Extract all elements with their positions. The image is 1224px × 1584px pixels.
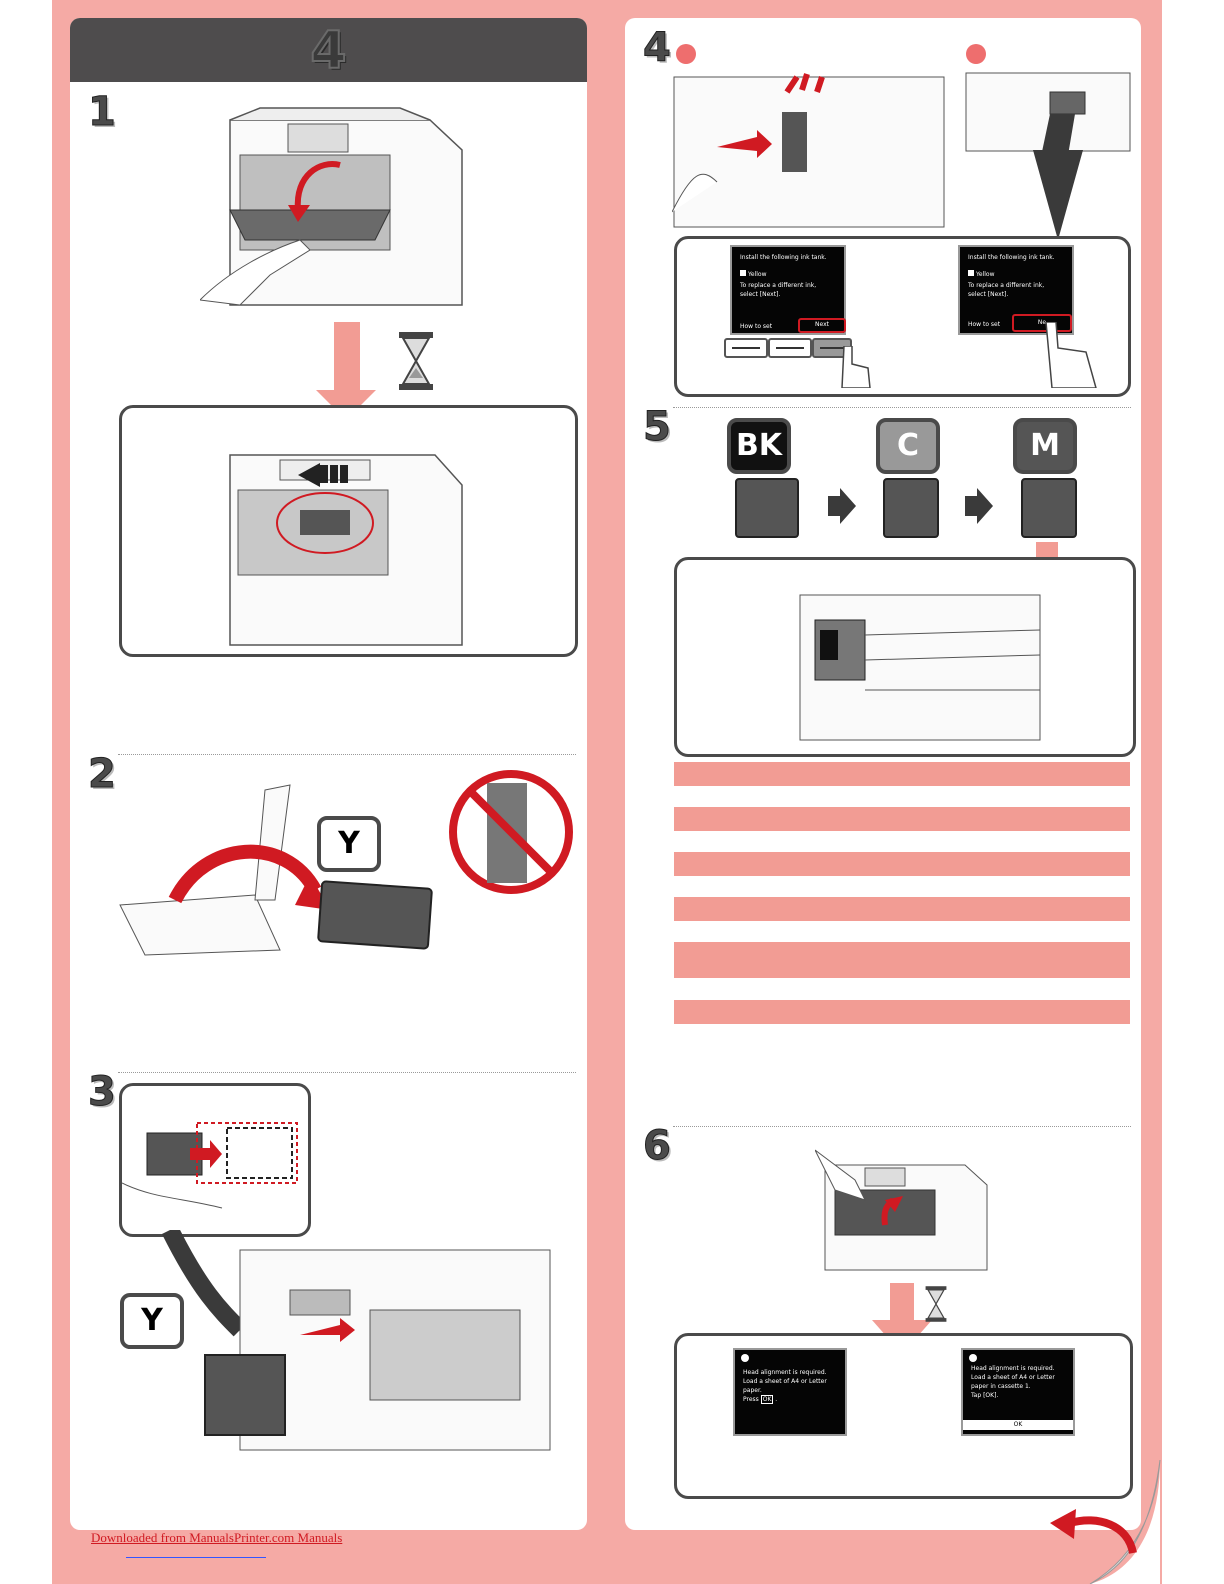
section-number: 4 [309, 20, 347, 82]
down-arrow [890, 1283, 914, 1323]
alignment-line-3: paper in cassette 1. [971, 1383, 1031, 1390]
instruction-bar-1 [674, 762, 1130, 786]
black-ink-tag: BK [727, 418, 791, 474]
printer-open-cover-illustration [200, 107, 463, 306]
panel-button-2[interactable] [768, 338, 812, 358]
screen-line-1: Install the following ink tank. [740, 254, 827, 261]
screen-line-3: To replace a different ink, [740, 282, 817, 289]
step-6-number: 6 [643, 1123, 672, 1169]
option-b-dot [966, 44, 986, 64]
screen-line-3: To replace a different ink, [968, 282, 1045, 289]
printer-close-cover-illustration [815, 1149, 988, 1271]
instruction-bar-5 [674, 942, 1130, 978]
next-button-right[interactable]: Ne [1012, 314, 1072, 332]
how-to-set-label[interactable]: How to set [968, 321, 1001, 328]
separator [118, 754, 576, 755]
screen-line-4: select [Next]. [968, 291, 1009, 298]
alignment-line-1: Head alignment is required. [743, 1369, 827, 1376]
finger-press-icon [841, 346, 871, 388]
instruction-bar-6 [674, 1000, 1130, 1024]
footer-download-link[interactable]: Downloaded from ManualsPrinter.com Manua… [91, 1530, 343, 1545]
callout-pointer [1033, 150, 1083, 240]
alignment-line-1: Head alignment is required. [971, 1365, 1055, 1372]
separator [118, 1072, 576, 1073]
ink-tank-unpack-illustration [119, 784, 433, 956]
lcd-screen-right: Install the following ink tank. Yellow T… [958, 245, 1074, 335]
ink-tank-cyan [883, 478, 939, 538]
step-1-number: 1 [88, 89, 117, 135]
yellow-ink-tag: Y [317, 816, 381, 872]
ink-tank-insert-detail [122, 1122, 298, 1209]
alignment-line-3: paper. [743, 1387, 762, 1394]
step-3-number: 3 [88, 1069, 117, 1115]
color-swatch [968, 270, 974, 276]
printer-carriage-moving-illustration [229, 454, 463, 646]
next-button-left[interactable]: Next [798, 318, 846, 333]
separator [673, 1126, 1131, 1127]
prohibited-touch-icon [449, 770, 573, 894]
warning-icon [741, 1354, 749, 1362]
cyan-ink-tag: C [876, 418, 940, 474]
ok-button[interactable]: OK [963, 1420, 1073, 1430]
instruction-bar-4 [674, 897, 1130, 921]
alignment-line-4: Press [743, 1396, 759, 1403]
panel-button-3[interactable] [812, 338, 852, 358]
screen-line-2: Yellow [748, 271, 767, 278]
how-to-set-label[interactable]: How to set [740, 323, 773, 330]
step-4-number: 4 [643, 25, 672, 71]
option-a-dot [676, 44, 696, 64]
separator [673, 407, 1131, 408]
ok-key-label: OK [760, 1395, 774, 1404]
step-2-number: 2 [88, 751, 117, 797]
finger-tap-icon [1045, 322, 1097, 388]
hourglass-icon [925, 1286, 947, 1322]
screen-line-4: select [Next]. [740, 291, 781, 298]
step-5-number: 5 [643, 404, 672, 450]
alignment-line-4: Tap [OK]. [971, 1392, 999, 1399]
ink-lamp-illustration [672, 73, 945, 228]
ink-tank-magenta [1021, 478, 1077, 538]
panel-button-1[interactable] [724, 338, 768, 358]
alignment-line-2: Load a sheet of A4 or Letter [743, 1378, 827, 1385]
instruction-bar-2 [674, 807, 1130, 831]
warning-icon [969, 1354, 977, 1362]
screen-line-1: Install the following ink tank. [968, 254, 1055, 261]
lcd-screen-left: Install the following ink tank. Yellow T… [730, 245, 846, 335]
alignment-screen-left: Head alignment is required. Load a sheet… [733, 1348, 847, 1436]
section-header: 4 [70, 18, 587, 82]
page-curl [1089, 1460, 1161, 1584]
screen-line-2: Yellow [976, 271, 995, 278]
hourglass-icon [399, 332, 433, 390]
down-arrow [334, 322, 360, 392]
color-swatch [740, 270, 746, 276]
ink-tank-install-illustration [161, 1230, 551, 1451]
magenta-ink-tag: M [1013, 418, 1077, 474]
instruction-bar-3 [674, 852, 1130, 876]
next-arrow-icon [965, 488, 993, 524]
printer-panel-illustration [965, 72, 1131, 152]
alignment-line-2: Load a sheet of A4 or Letter [971, 1374, 1055, 1381]
back-arrow-icon[interactable] [1048, 1505, 1140, 1555]
next-arrow-icon [828, 488, 856, 524]
ink-tank-black [735, 478, 799, 538]
footer-underline [126, 1557, 266, 1558]
yellow-ink-tag-2: Y [120, 1293, 184, 1349]
ink-tanks-installed-illustration [799, 594, 1041, 741]
